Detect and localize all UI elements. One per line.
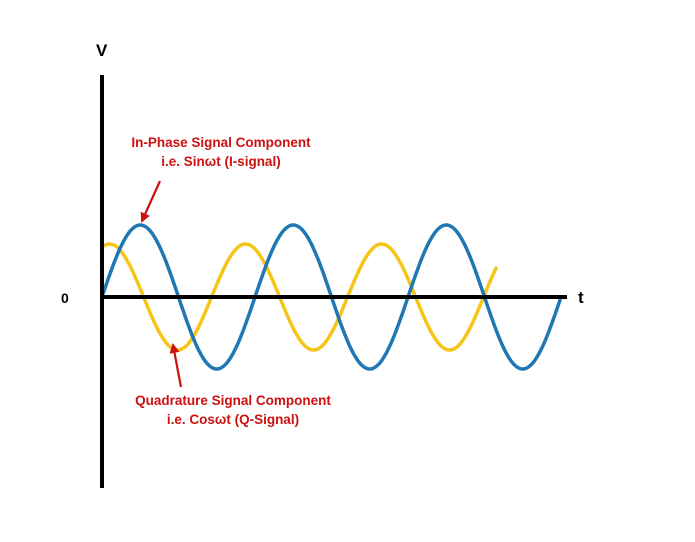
quadrature-pointer-arrow	[169, 343, 183, 388]
origin-label: 0	[61, 290, 69, 306]
in-phase-annotation-formula: i.e. Sinωt (I-signal)	[161, 154, 280, 169]
in-phase-annotation-title: In-Phase Signal Component	[131, 135, 311, 150]
y-axis-label: V	[96, 41, 108, 60]
quadrature-annotation-title: Quadrature Signal Component	[135, 393, 331, 408]
in-phase-pointer-arrow	[140, 180, 162, 223]
quadrature-annotation-formula: i.e. Cosωt (Q-Signal)	[167, 412, 299, 427]
quadrature-signal-wave	[100, 242, 498, 352]
x-axis-label: t	[578, 288, 584, 307]
